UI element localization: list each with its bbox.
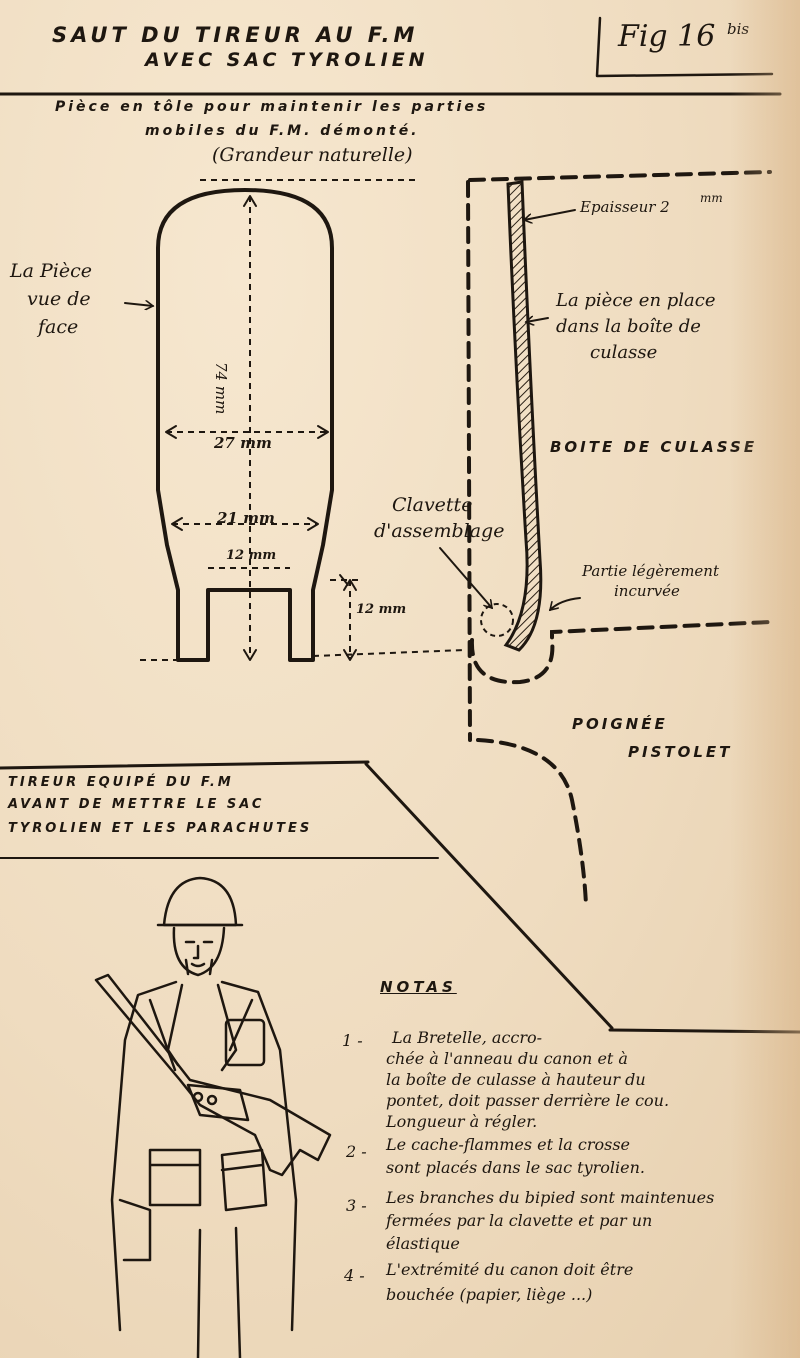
title-line-2: AVEC SAC TYROLIEN (145, 49, 429, 71)
note-1-line-4: pontet, doit passer derrière le cou. (386, 1091, 670, 1110)
sheet-metal-piece-profile (503, 180, 543, 652)
thickness-pointer-arrow (524, 209, 576, 220)
width-21-dimension-label: 21 mm (217, 509, 275, 527)
front-view-outline (156, 188, 334, 662)
figure-label: Fig 16 (618, 19, 716, 54)
note-1-line-1: La Bretelle, accro- (392, 1028, 543, 1047)
gunner-caption-line-2: AVANT DE METTRE LE SAC (8, 797, 265, 812)
assembly-pin-circle (480, 603, 514, 637)
part-description-line-2: mobiles du F.M. démonté. (145, 123, 420, 139)
part-description-line-1: Pièce en tôle pour maintenir les parties (55, 99, 489, 115)
receiver-top-line (468, 170, 772, 182)
note-3-line-1: Les branches du bipied sont maintenues (386, 1188, 715, 1207)
front-view-label-line-1: La Pièce (10, 260, 92, 282)
notes-heading: NOTAS (380, 978, 457, 996)
face (172, 926, 226, 977)
figure-suffix: bis (727, 20, 750, 38)
gunner-figure (94, 876, 332, 1358)
notch-height-dimension-label: 12 mm (356, 602, 407, 617)
thickness-unit: mm (700, 191, 723, 205)
front-view-pointer-arrow (124, 303, 153, 306)
receiver-back-line (466, 180, 472, 742)
note-4-line-1: L'extrémité du canon doit être (386, 1260, 634, 1279)
automatic-rifle (94, 973, 332, 1177)
front-view-label-line-3: face (38, 316, 79, 338)
note-4-number: 4 - (344, 1266, 365, 1285)
pistol-grip-outline (476, 738, 588, 907)
width-27-dimension-label: 27 mm (214, 434, 272, 452)
in-place-label-line-1: La pièce en place (556, 290, 716, 311)
height-dimension-label: 74 mm (212, 362, 230, 415)
left-cargo-pocket (148, 1148, 202, 1207)
pistol-grip-label-line-1: POIGNÉE (572, 715, 668, 733)
curved-part-label-line-2: incurvée (614, 582, 680, 600)
pin-label-line-2: d'assemblage (374, 520, 505, 542)
helmet (162, 876, 238, 927)
notch-width-dimension-label: 12 mm (226, 548, 277, 563)
pin-pointer-arrow (439, 547, 493, 608)
note-2-number: 2 - (346, 1142, 367, 1161)
gunner-caption-line-1: TIREUR EQUIPÉ DU F.M (8, 775, 234, 790)
figure-box (595, 16, 774, 78)
in-place-pointer-arrow (526, 318, 549, 322)
note-2-line-2: sont placés dans le sac tyrolien. (386, 1158, 645, 1177)
note-3-number: 3 - (346, 1196, 367, 1215)
title-line-1: SAUT DU TIREUR AU F.M (52, 23, 419, 47)
in-place-label-line-2: dans la boîte de (556, 316, 701, 337)
front-view-label-line-2: vue de (27, 288, 91, 310)
note-1-number: 1 - (342, 1031, 363, 1050)
receiver-label: BOITE DE CULASSE (550, 438, 758, 456)
pistol-grip-label-line-2: PISTOLET (628, 743, 733, 761)
section-diagonal-line (364, 762, 614, 1030)
section-top-line (0, 760, 370, 770)
trigger-guard-line (469, 620, 772, 685)
curved-part-pointer-arrow (550, 597, 581, 610)
note-3-line-3: élastique (386, 1234, 460, 1253)
sling-strap (148, 998, 254, 1072)
note-3-line-2: fermées par la clavette et par un (386, 1211, 653, 1230)
gunner-section-frame (0, 760, 800, 1034)
pin-label-line-1: Clavette (392, 494, 473, 516)
header-frame (0, 16, 782, 96)
in-place-label-line-3: culasse (590, 342, 658, 363)
thickness-label: Epaisseur 2 (580, 198, 670, 216)
note-4-line-2: bouchée (papier, liège ...) (386, 1285, 593, 1304)
chest-pocket (224, 1018, 266, 1067)
part-description-line-3: (Grandeur naturelle) (212, 144, 413, 166)
notes-top-line (608, 1028, 800, 1034)
curved-part-label-line-1: Partie légèrement (582, 562, 719, 580)
gunner-caption-line-3: TYROLIEN ET LES PARACHUTES (8, 821, 313, 836)
note-1-line-2: chée à l'anneau du canon et à (386, 1049, 628, 1068)
right-cargo-pocket (220, 1148, 268, 1212)
note-2-line-1: Le cache-flammes et la crosse (386, 1135, 630, 1154)
side-view-drawing (439, 170, 772, 907)
note-1-line-3: la boîte de culasse à hauteur du (386, 1070, 646, 1089)
front-view-drawing (124, 179, 466, 662)
torso-outline (110, 980, 298, 1332)
note-1-line-5: Longueur à régler. (386, 1112, 538, 1131)
trouser-left (118, 1198, 152, 1262)
